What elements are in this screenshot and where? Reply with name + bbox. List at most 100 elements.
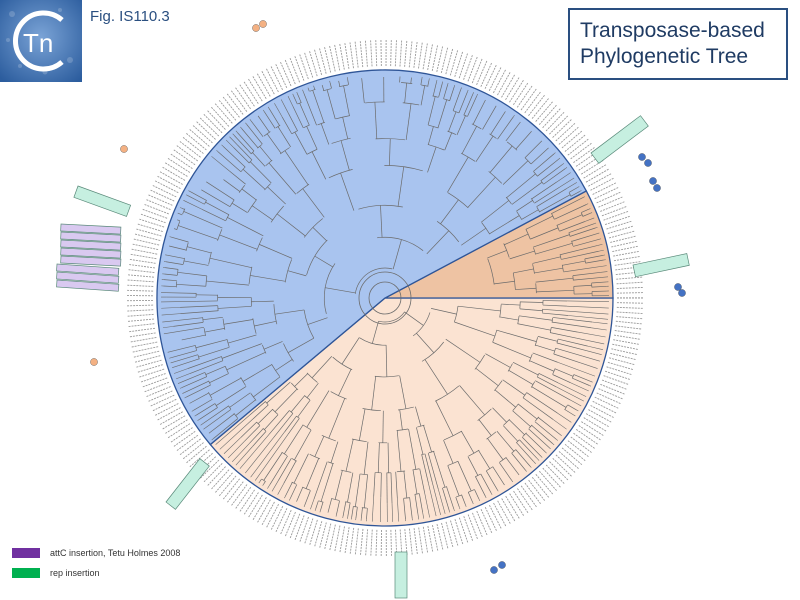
branch-line	[531, 181, 557, 200]
branch-tip	[576, 409, 579, 412]
branch-line	[184, 380, 209, 394]
branch-line	[249, 428, 264, 444]
branch-line	[292, 106, 304, 129]
branch-tip	[296, 92, 298, 95]
tip-label-tick	[127, 279, 154, 283]
tip-label-tick	[613, 250, 639, 257]
tip-label-tick	[603, 375, 629, 385]
branch-line	[173, 322, 204, 327]
tip-label-tick	[127, 304, 154, 307]
branch-tip	[448, 510, 451, 513]
tip-label-tick	[285, 511, 296, 537]
tip-label-tick	[252, 76, 267, 99]
branch-tip	[453, 85, 456, 88]
tip-label-tick	[616, 306, 643, 309]
branch-line	[355, 507, 358, 519]
branch-line	[222, 145, 246, 168]
tip-label-tick	[364, 40, 368, 67]
branch-line	[169, 245, 187, 251]
branch-line	[202, 405, 229, 424]
tip-label-tick	[314, 521, 323, 547]
branch-arc	[182, 208, 186, 215]
branch-tip	[577, 186, 580, 188]
branch-line	[427, 96, 436, 126]
branch-tip	[200, 423, 204, 426]
tip-label-tick	[162, 415, 186, 430]
branch-arc	[225, 214, 230, 221]
tip-label-tick	[601, 206, 627, 217]
tip-label-tick	[139, 218, 165, 228]
branch-tip	[245, 122, 247, 125]
clade-blue	[156, 69, 588, 446]
branch-line	[419, 493, 424, 513]
tip-label-tick	[248, 494, 263, 518]
branch-arc	[256, 237, 263, 252]
tip-label-tick	[545, 464, 565, 484]
tip-label-tick	[609, 357, 635, 365]
tip-label-tick	[309, 519, 318, 545]
tip-label-tick	[309, 51, 318, 77]
branch-tip	[595, 226, 598, 229]
tip-label-tick	[203, 113, 223, 134]
branch-tip	[559, 434, 562, 436]
branch-line	[478, 419, 492, 436]
branch-line	[533, 153, 555, 172]
branch-tip	[570, 399, 582, 407]
branch-line	[540, 164, 563, 181]
tip-label-tick	[549, 115, 569, 135]
branch-line	[377, 442, 380, 473]
branch-tip	[232, 133, 235, 136]
branch-arc	[257, 144, 263, 149]
branch-line	[198, 347, 230, 358]
tip-label-tick	[146, 199, 171, 211]
branch-tip	[274, 103, 283, 117]
tip-label-tick	[615, 325, 642, 330]
branch-line	[242, 364, 272, 382]
branch-tip	[417, 513, 420, 520]
tip-label-tick	[324, 523, 332, 549]
branch-line	[552, 321, 592, 329]
title-box: Transposase-based Phylogenetic Tree	[568, 8, 788, 80]
tip-label-tick	[616, 292, 643, 294]
tip-label-tick	[215, 472, 233, 493]
branch-arc	[481, 222, 491, 235]
tip-label-tick	[598, 388, 623, 400]
tip-label-tick	[146, 386, 171, 397]
branch-tip	[544, 451, 547, 454]
branch-line	[456, 115, 466, 136]
legend-swatch-attc	[12, 548, 40, 558]
branch-line	[454, 321, 496, 337]
branch-tip	[262, 483, 265, 486]
branch-line	[571, 233, 598, 242]
branch-line	[419, 468, 425, 493]
branch-line	[252, 431, 267, 447]
branch-line	[287, 270, 307, 277]
branch-line	[424, 359, 448, 395]
branch-arc	[442, 486, 448, 489]
tip-label-tick	[509, 493, 525, 516]
branch-line	[177, 271, 207, 277]
tip-label-tick	[528, 94, 545, 116]
branch-arc	[203, 328, 206, 337]
tip-label-tick	[128, 269, 155, 273]
branch-tip	[267, 484, 271, 489]
branch-arc	[503, 243, 510, 258]
branch-arc	[507, 363, 513, 372]
branch-line	[278, 458, 292, 481]
branch-line	[385, 345, 388, 377]
branch-line	[259, 244, 293, 259]
branch-arc	[303, 124, 310, 128]
tip-label-tick	[266, 68, 279, 93]
tip-label-tick	[319, 48, 327, 74]
branch-line	[452, 89, 462, 111]
branch-arc	[365, 101, 385, 104]
branch-line	[404, 311, 424, 326]
branch-line	[244, 425, 261, 442]
branch-line	[409, 497, 413, 519]
branch-tip	[313, 85, 315, 88]
branch-line	[171, 236, 189, 243]
branch-line	[342, 117, 349, 139]
branch-line	[494, 280, 515, 285]
branch-arc	[250, 393, 257, 401]
tip-label-tick	[517, 488, 533, 511]
